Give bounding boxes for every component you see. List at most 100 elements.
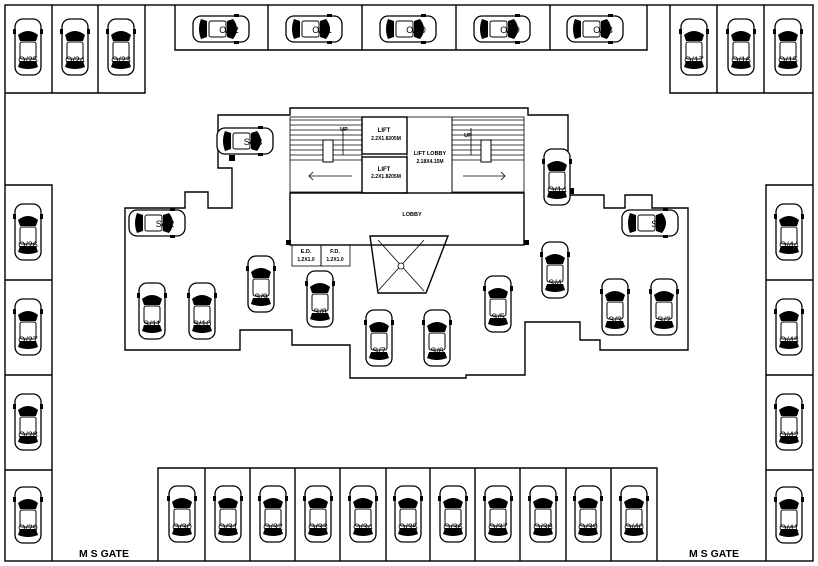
open-space-27: O/27 — [13, 298, 43, 356]
open-space-label: O/25 — [18, 55, 38, 65]
open-space-label: O/31 — [218, 522, 238, 532]
open-space-21: O/21 — [285, 14, 343, 44]
stilt-space-label: S/13 — [244, 137, 263, 147]
open-space-42: O/42 — [774, 393, 804, 451]
lobby-label: LOBBY — [402, 212, 422, 218]
stilt-space-label: S/12 — [156, 219, 175, 229]
car-icon — [13, 18, 43, 76]
building-outline — [124, 107, 689, 379]
open-space-38: O/38 — [528, 485, 558, 543]
open-space-label: O/19 — [500, 25, 520, 35]
car-icon — [600, 278, 630, 336]
stilt-space-11: S/11 — [137, 282, 167, 340]
car-icon — [483, 275, 513, 333]
lift-2-title: LIFT — [378, 167, 391, 173]
open-space-18: O/18 — [566, 14, 624, 44]
car-icon — [106, 18, 136, 76]
lift-1-title: LIFT — [378, 128, 391, 134]
open-space-44: O/44 — [774, 203, 804, 261]
stilt-space-label: S/6 — [430, 346, 444, 356]
open-space-label: O/21 — [312, 25, 332, 35]
car-icon — [649, 278, 679, 336]
car-icon — [192, 14, 250, 44]
stair-left-up: UP — [340, 127, 348, 133]
open-space-39: O/39 — [573, 485, 603, 543]
car-icon — [128, 208, 186, 238]
open-space-label: O/41 — [779, 523, 799, 533]
stilt-space-1: S/1 — [621, 208, 679, 238]
open-space-label: O/17 — [684, 55, 704, 65]
fd-title: F.D. — [330, 249, 340, 255]
car-icon — [774, 486, 804, 544]
car-icon — [773, 18, 803, 76]
stilt-space-2: S/2 — [649, 278, 679, 336]
open-space-label: O/29 — [18, 523, 38, 533]
stilt-space-10: S/10 — [187, 282, 217, 340]
stilt-space-label: S/8 — [313, 307, 327, 317]
open-space-20: O/20 — [379, 14, 437, 44]
lift-2-size: 2.2X1.8205M — [371, 174, 401, 180]
top-right-bay — [669, 5, 813, 94]
shaft — [369, 235, 450, 294]
car-icon — [213, 485, 243, 543]
open-space-28: O/28 — [13, 393, 43, 451]
ed-size: 1.2X1.0 — [297, 257, 314, 263]
car-icon — [167, 485, 197, 543]
car-icon — [566, 14, 624, 44]
car-icon — [774, 298, 804, 356]
car-icon — [258, 485, 288, 543]
stilt-space-6: S/6 — [422, 309, 452, 367]
stilt-space-7: S/7 — [364, 309, 394, 367]
car-icon — [528, 485, 558, 543]
stilt-space-label: S/7 — [372, 346, 386, 356]
open-space-37: O/37 — [483, 485, 513, 543]
bottom-bay — [157, 467, 658, 561]
open-space-label: O/16 — [731, 55, 751, 65]
fd-room — [320, 244, 351, 267]
lift-lobby-title: LIFT LOBBY — [414, 151, 447, 157]
lift-lobby-size: 2.18X4.15M — [417, 159, 444, 165]
stilt-space-label: S/4 — [548, 278, 562, 288]
car-icon — [393, 485, 423, 543]
car-icon — [483, 485, 513, 543]
stilt-space-label: S/3 — [608, 315, 622, 325]
open-space-23: O/23 — [106, 18, 136, 76]
open-space-label: O/23 — [111, 55, 131, 65]
stilt-space-label: S/1 — [651, 219, 665, 229]
open-space-17: O/17 — [679, 18, 709, 76]
car-icon — [473, 14, 531, 44]
open-space-label: O/44 — [779, 240, 799, 250]
stilt-space-label: S/11 — [143, 319, 161, 329]
open-space-15: O/15 — [773, 18, 803, 76]
car-icon — [187, 282, 217, 340]
car-icon — [13, 298, 43, 356]
car-icon — [246, 255, 276, 313]
stilt-space-label: S/5 — [491, 312, 505, 322]
lobby-room — [289, 192, 525, 246]
open-space-label: O/20 — [406, 25, 426, 35]
gate-left-label: M S GATE — [79, 548, 129, 560]
stair-right — [451, 116, 525, 193]
car-icon — [60, 18, 90, 76]
open-space-34: O/34 — [348, 485, 378, 543]
open-space-30: O/30 — [167, 485, 197, 543]
left-bay — [5, 184, 53, 561]
car-icon — [438, 485, 468, 543]
open-space-label: O/35 — [398, 522, 418, 532]
open-space-label: O/30 — [172, 522, 192, 532]
open-space-label: O/43 — [779, 335, 799, 345]
open-space-43: O/43 — [774, 298, 804, 356]
car-icon — [364, 309, 394, 367]
car-icon — [679, 18, 709, 76]
stair-right-up: UP — [464, 133, 472, 139]
car-icon — [379, 14, 437, 44]
open-space-40: O/40 — [619, 485, 649, 543]
open-space-24: O/24 — [60, 18, 90, 76]
open-space-label: O/34 — [353, 522, 373, 532]
open-space-36: O/36 — [438, 485, 468, 543]
car-icon — [348, 485, 378, 543]
right-bay — [765, 184, 813, 561]
fd-size: 1.2X1.0 — [326, 257, 343, 263]
car-icon — [305, 270, 335, 328]
